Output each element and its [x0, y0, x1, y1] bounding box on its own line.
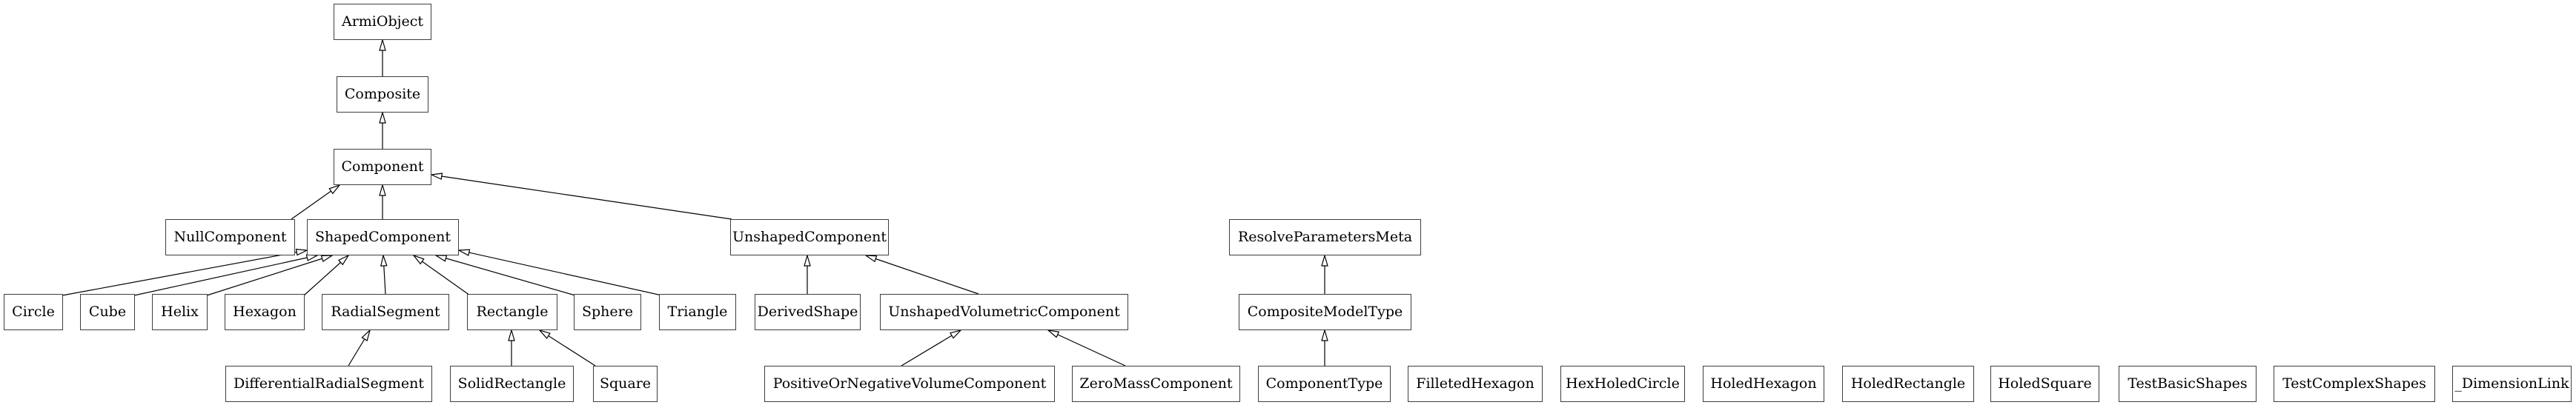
- class-node-rectangle: Rectangle: [467, 294, 557, 330]
- class-node-unshapedvolumetriccomponent: UnshapedVolumetricComponent: [880, 294, 1128, 330]
- edge-sphere-to-shapedcomponent: [434, 255, 576, 296]
- class-node-triangle: Triangle: [659, 294, 736, 330]
- class-node-nullcomponent: NullComponent: [165, 219, 295, 255]
- edge-triangle-to-shapedcomponent: [457, 249, 663, 296]
- class-node-sphere: Sphere: [574, 294, 641, 330]
- class-node-hexagon: Hexagon: [225, 294, 305, 330]
- edge-nullcomponent-to-component: [291, 184, 341, 220]
- class-node-dimensionlink: _DimensionLink: [2452, 366, 2572, 402]
- class-node-zeromasscomponent: ZeroMassComponent: [1072, 366, 1240, 402]
- edge-differentialradialsegment-to-radialsegment: [348, 329, 371, 366]
- class-node-unshapedcomponent: UnshapedComponent: [730, 219, 889, 255]
- class-node-filletedhexagon: FilletedHexagon: [1408, 366, 1543, 402]
- class-node-holedsquare: HoledSquare: [1990, 366, 2099, 402]
- class-node-helix: Helix: [152, 294, 208, 330]
- class-node-hexholedcircle: HexHoledCircle: [1560, 366, 1685, 402]
- class-node-resolveparametersmeta: ResolveParametersMeta: [1229, 219, 1421, 255]
- class-node-shapedcomponent: ShapedComponent: [307, 219, 459, 255]
- class-node-component: Component: [334, 149, 431, 185]
- class-node-testcomplexshapes: TestComplexShapes: [2274, 366, 2435, 402]
- edge-square-to-rectangle: [538, 329, 596, 366]
- edge-group: [62, 38, 1328, 366]
- edge-rectangle-to-shapedcomponent: [412, 254, 471, 296]
- class-node-derivedshape: DerivedShape: [755, 294, 861, 330]
- class-node-testbasicshapes: TestBasicShapes: [2119, 366, 2257, 402]
- class-node-differentialradialsegment: DifferentialRadialSegment: [225, 366, 432, 402]
- edge-unshapedvolumetriccomponent-to-unshapedcomponent: [864, 255, 979, 295]
- class-node-circle: Circle: [4, 294, 63, 330]
- class-node-square: Square: [593, 366, 658, 402]
- edge-circle-to-shapedcomponent: [62, 248, 309, 296]
- edge-hexagon-to-shapedcomponent: [303, 254, 350, 296]
- edge-radialsegment-to-shapedcomponent: [380, 253, 388, 295]
- class-node-armiobject: ArmiObject: [334, 4, 431, 40]
- class-node-compositemodeltype: CompositeModelType: [1239, 294, 1411, 330]
- class-node-positiveornegativevolumecomponent: PositiveOrNegativeVolumeComponent: [764, 366, 1055, 402]
- edge-positiveornegativevolumecomponent-to-unshapedvolumetriccomponent: [901, 329, 962, 366]
- class-node-cube: Cube: [80, 294, 135, 330]
- edge-zeromasscomponent-to-unshapedvolumetriccomponent: [1047, 329, 1126, 366]
- edge-cube-to-shapedcomponent: [133, 254, 319, 296]
- class-node-composite: Composite: [337, 76, 428, 113]
- edge-unshapedcomponent-to-component: [429, 173, 732, 220]
- edge-helix-to-shapedcomponent: [206, 255, 334, 296]
- class-node-radialsegment: RadialSegment: [322, 294, 449, 330]
- class-node-solidrectangle: SolidRectangle: [450, 366, 574, 402]
- class-node-holedhexagon: HoledHexagon: [1703, 366, 1824, 402]
- class-node-holedrectangle: HoledRectangle: [1842, 366, 1974, 402]
- class-node-componenttype: ComponentType: [1258, 366, 1391, 402]
